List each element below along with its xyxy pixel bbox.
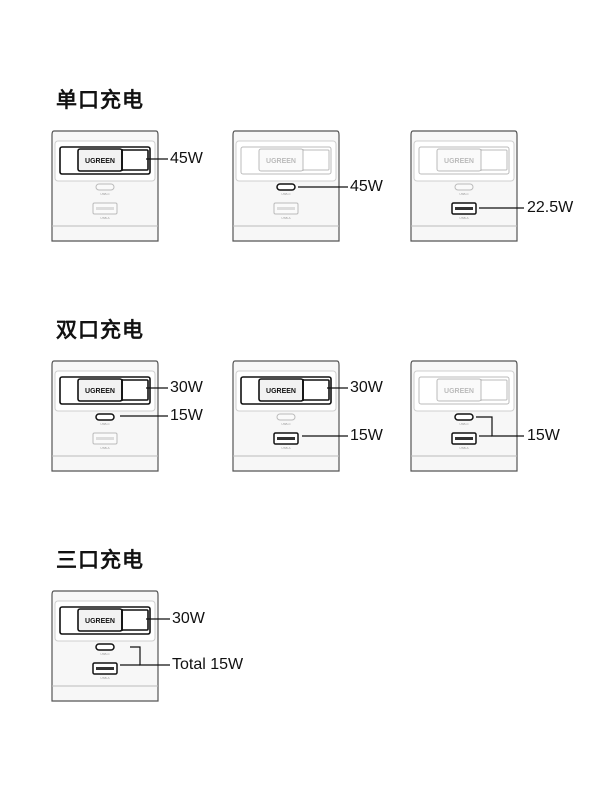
cable-plug	[480, 379, 508, 401]
brand-logo: UGREEN	[85, 618, 115, 625]
cable-plug	[302, 149, 330, 171]
usb-a-port-tongue	[277, 207, 295, 210]
cable-plug	[480, 149, 508, 171]
cable-plug	[121, 379, 149, 401]
usb-c-port-label: USB-C	[459, 422, 469, 426]
brand-logo: UGREEN	[85, 158, 115, 165]
usb-c-port-label: USB-C	[281, 422, 291, 426]
usb-c-port	[454, 183, 474, 191]
power-label-usb-c: 15W	[170, 407, 203, 424]
charger-diagram-single-usb-c: UGREEN USB-C USB-A	[231, 129, 341, 243]
usb-a-port-tongue	[277, 437, 295, 440]
usb-a-port-tongue	[96, 207, 114, 210]
charger-illustration: UGREEN USB-C USB-A	[410, 130, 518, 242]
power-label-total: Total 15W	[172, 656, 244, 673]
usb-c-port-label: USB-C	[459, 192, 469, 196]
usb-a-port-tongue	[96, 667, 114, 670]
section-title-triple-port: 三口充电	[56, 548, 144, 572]
charger-illustration: UGREEN USB-C USB-A	[410, 360, 518, 472]
section-title-single-port: 单口充电	[56, 88, 144, 112]
power-label-usb-a: 22.5W	[527, 199, 574, 216]
power-label-shared: 15W	[527, 427, 560, 444]
usb-a-port-label: USB-A	[281, 446, 290, 450]
usb-a-port-label: USB-A	[100, 676, 109, 680]
power-label-usb-c: 45W	[350, 178, 383, 195]
power-label-cable: 30W	[170, 379, 203, 396]
brand-logo: UGREEN	[85, 388, 115, 395]
usb-c-port	[276, 183, 296, 191]
usb-c-port-label: USB-C	[100, 422, 110, 426]
usb-c-port	[454, 413, 474, 421]
usb-a-port-tongue	[455, 437, 473, 440]
usb-c-port	[276, 413, 296, 421]
brand-logo: UGREEN	[266, 388, 296, 395]
usb-a-port-label: USB-A	[459, 446, 468, 450]
charger-diagram-single-cable: UGREEN USB-C USB-A	[50, 129, 160, 243]
charger-diagram-dual-usb-c-usb-a: UGREEN USB-C USB-A	[409, 359, 519, 473]
usb-c-port	[95, 183, 115, 191]
charger-diagram-single-usb-a: UGREEN USB-C USB-A	[409, 129, 519, 243]
charger-illustration: UGREEN USB-C USB-A	[51, 590, 159, 702]
usb-c-port-label: USB-C	[281, 192, 291, 196]
brand-logo: UGREEN	[444, 388, 474, 395]
usb-c-port-label: USB-C	[100, 192, 110, 196]
charger-illustration: UGREEN USB-C USB-A	[232, 360, 340, 472]
cable-plug	[121, 609, 149, 631]
section-title-dual-port: 双口充电	[56, 318, 144, 342]
charger-diagram-triple: UGREEN USB-C USB-A	[50, 589, 160, 703]
usb-a-port-label: USB-A	[100, 446, 109, 450]
usb-a-port-tongue	[455, 207, 473, 210]
usb-c-port	[95, 643, 115, 651]
charger-diagram-dual-cable-usb-a: UGREEN USB-C USB-A	[231, 359, 341, 473]
power-label-cable: 30W	[172, 610, 205, 627]
charger-illustration: UGREEN USB-C USB-A	[232, 130, 340, 242]
brand-logo: UGREEN	[444, 158, 474, 165]
cable-plug	[121, 149, 149, 171]
charger-diagram-dual-cable-usb-c: UGREEN USB-C USB-A	[50, 359, 160, 473]
charger-illustration: UGREEN USB-C USB-A	[51, 360, 159, 472]
usb-a-port-label: USB-A	[459, 216, 468, 220]
brand-logo: UGREEN	[266, 158, 296, 165]
usb-a-port-label: USB-A	[281, 216, 290, 220]
charger-illustration: UGREEN USB-C USB-A	[51, 130, 159, 242]
cable-plug	[302, 379, 330, 401]
usb-c-port-label: USB-C	[100, 652, 110, 656]
usb-a-port-tongue	[96, 437, 114, 440]
power-label-usb-a: 15W	[350, 427, 383, 444]
usb-c-port	[95, 413, 115, 421]
usb-a-port-label: USB-A	[100, 216, 109, 220]
power-label-cable: 30W	[350, 379, 383, 396]
power-label-cable: 45W	[170, 150, 203, 167]
